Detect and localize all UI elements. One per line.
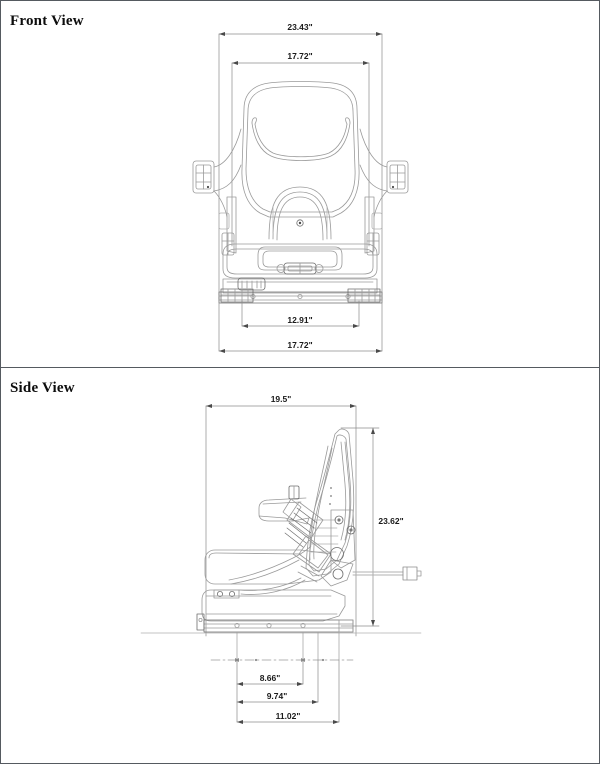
section-divider (1, 367, 599, 368)
base-mounting-rail (218, 288, 383, 304)
dim-8-66-geometry (236, 659, 304, 686)
base-centerline-marks (210, 632, 354, 662)
scissor-linkage (213, 509, 356, 599)
side-view-section: Side View (1, 368, 599, 763)
dim-12-91-geometry (241, 300, 360, 328)
backrest-upper-contour (251, 117, 351, 161)
dim-23-43-geometry (218, 32, 383, 302)
dim-label-front-rail-hole-span: 12.91" (287, 315, 312, 325)
dim-9-74-geometry (236, 659, 319, 704)
dim-19-5-geometry (205, 404, 357, 637)
front-view-title: Front View (10, 13, 84, 29)
base-plate (196, 613, 354, 633)
front-view-drawing: 23.43" 17.72" 12.91" 17.72" (1, 1, 599, 367)
seat-frame-right (364, 190, 388, 256)
backrest-lumbar-arch (268, 186, 332, 241)
dim-23-62-geometry (340, 427, 380, 627)
backrest-seams (272, 205, 328, 234)
seat-center-latch (276, 262, 324, 275)
dim-11-02-geometry (236, 659, 340, 724)
dim-17-72-bottom-geometry (218, 300, 383, 353)
dim-label-side-mount-front-span: 8.66" (260, 673, 281, 683)
suspension-damper (282, 485, 332, 573)
seat-pan-lower (201, 589, 346, 622)
suspension-body (222, 277, 378, 294)
dim-label-front-overall-width: 23.43" (287, 22, 312, 32)
side-view-drawing: 19.5" 23.62" 8.66" 9.74" 11.02" (1, 368, 599, 763)
dim-label-side-overall-height: 23.62" (378, 516, 403, 526)
armrest-mount-right (359, 128, 409, 194)
dim-label-side-mount-mid-span: 9.74" (267, 691, 288, 701)
seat-frame-left (213, 190, 237, 256)
seat-cushion-side (204, 545, 332, 585)
dim-label-front-base-width: 17.72" (287, 340, 312, 350)
seat-backrest-outline (241, 81, 360, 218)
dim-17-72-top-geometry (231, 61, 370, 247)
backrest-side-profile (305, 428, 355, 577)
dim-label-front-backrest-width: 17.72" (287, 51, 312, 61)
dim-label-side-overall-depth: 19.5" (271, 394, 292, 404)
dim-label-side-base-depth: 11.02" (276, 711, 301, 721)
armrest-mount-left (192, 128, 242, 194)
front-view-section: Front View (1, 1, 599, 367)
electrical-cable (352, 566, 422, 581)
side-view-title: Side View (10, 380, 75, 396)
seat-cushion (222, 243, 378, 279)
